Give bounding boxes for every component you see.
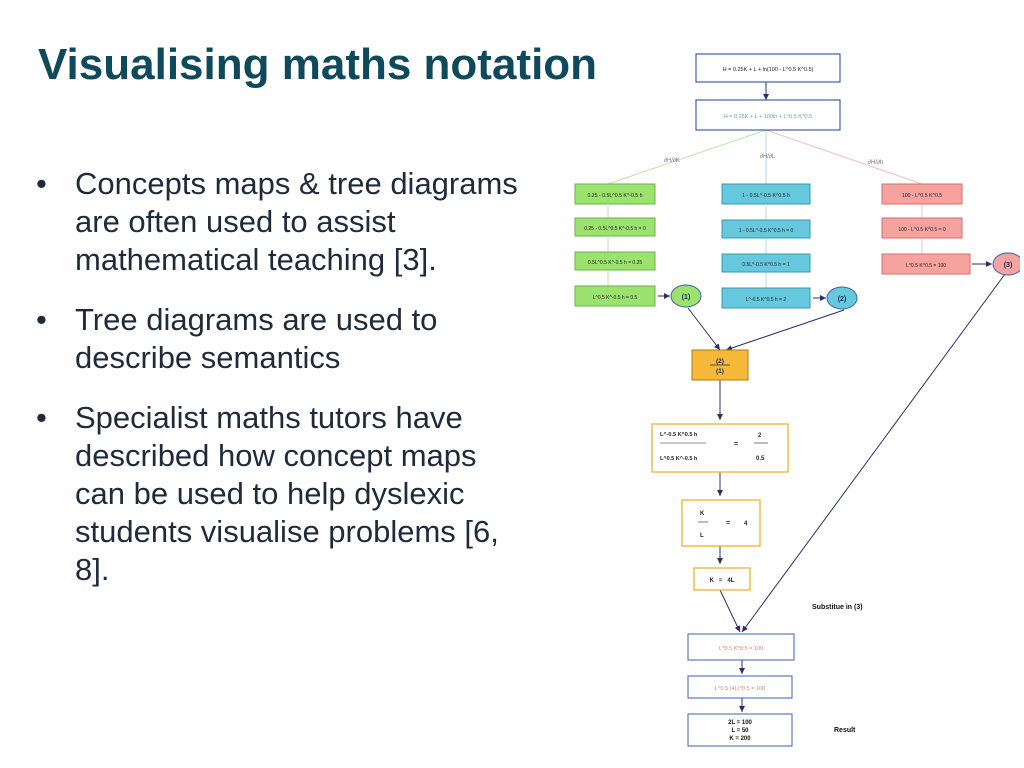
eq-marker-3: (3) bbox=[992, 252, 1020, 276]
right-column: 100 - L^0.5 K^0.5 100 - L^0.5 K^0.5 = 0 … bbox=[881, 183, 971, 275]
middle-column: 1 - 0.5L^-0.5 K^0.5 h 1 - 0.5L^-0.5 K^0.… bbox=[721, 183, 811, 309]
bullet-item: • Tree diagrams are used to describe sem… bbox=[30, 301, 530, 377]
svg-text:=: = bbox=[734, 441, 738, 448]
connector-lines bbox=[607, 82, 1006, 712]
bullet-item: • Specialist maths tutors have described… bbox=[30, 399, 530, 589]
expanded-equation-text: H = 0.25K + L + 100ln + L^0.5 K^0.5 bbox=[724, 114, 812, 120]
concept-map-diagram: H = 0.25K + L + ln(100 - L^0.5 K^0.5) H … bbox=[560, 48, 1020, 758]
svg-text:4: 4 bbox=[744, 521, 748, 527]
svg-text:L = 50: L = 50 bbox=[731, 728, 749, 734]
left-step-2: 0.25 - 0.5L^0.5 K^-0.5 h = 0 bbox=[584, 226, 646, 232]
left-column: 0.25 - 0.5L^0.5 K^-0.5 h 0.25 - 0.5L^0.5… bbox=[574, 183, 656, 307]
svg-text:(1): (1) bbox=[716, 368, 724, 375]
bullet-list: • Concepts maps & tree diagrams are ofte… bbox=[30, 165, 530, 611]
result-box: 2L = 100 L = 50 K = 200 bbox=[687, 713, 793, 747]
right-step-2: 100 - L^0.5 K^0.5 = 0 bbox=[898, 227, 946, 233]
left-step-1: 0.25 - 0.5L^0.5 K^-0.5 h bbox=[587, 193, 642, 199]
svg-text:K = 200: K = 200 bbox=[729, 736, 751, 742]
svg-text:=: = bbox=[726, 520, 730, 527]
svg-text:K: K bbox=[700, 511, 705, 517]
svg-text:L^0.5 (4L)^0.5 = 100: L^0.5 (4L)^0.5 = 100 bbox=[715, 686, 765, 692]
svg-text:(1): (1) bbox=[682, 294, 691, 301]
divide-equations-box: (2) (1) bbox=[691, 349, 749, 381]
svg-text:2: 2 bbox=[758, 433, 762, 439]
substitute-box-2: L^0.5 (4L)^0.5 = 100 bbox=[687, 675, 793, 699]
branch-label-left: ∂H/∂K bbox=[664, 157, 680, 164]
bullet-text: Specialist maths tutors have described h… bbox=[75, 400, 499, 587]
bullet-dot-icon: • bbox=[36, 166, 47, 201]
bullet-dot-icon: • bbox=[36, 302, 47, 337]
svg-text:(2): (2) bbox=[716, 358, 724, 365]
eq-marker-1: (1) bbox=[670, 284, 702, 308]
svg-text:2L = 100: 2L = 100 bbox=[728, 720, 752, 726]
svg-text:0.5: 0.5 bbox=[756, 456, 765, 462]
k-equals-box: K = 4L bbox=[693, 567, 751, 591]
bullet-dot-icon: • bbox=[36, 400, 47, 435]
slide-title: Visualising maths notation bbox=[38, 40, 598, 89]
svg-text:(3): (3) bbox=[1004, 262, 1013, 269]
bullet-text: Concepts maps & tree diagrams are often … bbox=[75, 166, 518, 277]
right-step-1: 100 - L^0.5 K^0.5 bbox=[902, 193, 942, 199]
source-equation-box: H = 0.25K + L + ln(100 - L^0.5 K^0.5) bbox=[695, 53, 841, 83]
svg-text:(2): (2) bbox=[838, 296, 847, 303]
eq-marker-2: (2) bbox=[826, 286, 858, 310]
svg-text:L^0.5 K^-0.5 h: L^0.5 K^-0.5 h bbox=[660, 456, 698, 462]
expanded-equation-box: H = 0.25K + L + 100ln + L^0.5 K^0.5 bbox=[695, 99, 841, 131]
svg-text:L: L bbox=[700, 533, 704, 539]
ratio-equation-box: K L = 4 bbox=[681, 499, 761, 547]
middle-step-4: L^-0.5 K^0.5 h = 2 bbox=[746, 297, 787, 303]
right-step-3: L^0.5 K^0.5 = 100 bbox=[906, 263, 946, 269]
bullet-item: • Concepts maps & tree diagrams are ofte… bbox=[30, 165, 530, 279]
left-step-3: 0.5L^0.5 K^-0.5 h = 0.25 bbox=[588, 260, 643, 266]
branch-label-middle: ∂H/∂L bbox=[760, 153, 776, 160]
source-equation-text: H = 0.25K + L + ln(100 - L^0.5 K^0.5) bbox=[723, 67, 814, 73]
left-step-4: L^0.5 K^-0.5 h = 0.5 bbox=[593, 295, 638, 301]
fraction-equation-box: L^-0.5 K^0.5 h L^0.5 K^-0.5 h = 2 0.5 bbox=[651, 423, 789, 473]
middle-step-2: 1 - 0.5L^-0.5 K^0.5 h = 0 bbox=[739, 228, 794, 234]
middle-step-1: 1 - 0.5L^-0.5 K^0.5 h bbox=[742, 193, 790, 199]
middle-step-3: 0.5L^-0.5 K^0.5 h = 1 bbox=[742, 262, 790, 268]
substitute-label: Substitue in (3) bbox=[812, 604, 863, 611]
concept-map-svg: H = 0.25K + L + ln(100 - L^0.5 K^0.5) H … bbox=[574, 53, 1020, 747]
svg-text:K = 4L: K = 4L bbox=[710, 578, 735, 584]
svg-text:L^0.5 K^0.5 = 100: L^0.5 K^0.5 = 100 bbox=[719, 646, 763, 652]
branch-label-right: ∂H/∂h bbox=[868, 159, 883, 166]
bullet-text: Tree diagrams are used to describe seman… bbox=[75, 302, 438, 375]
result-label: Result bbox=[834, 727, 856, 734]
substitute-box-1: L^0.5 K^0.5 = 100 bbox=[687, 633, 795, 661]
svg-text:L^-0.5 K^0.5 h: L^-0.5 K^0.5 h bbox=[660, 432, 698, 438]
